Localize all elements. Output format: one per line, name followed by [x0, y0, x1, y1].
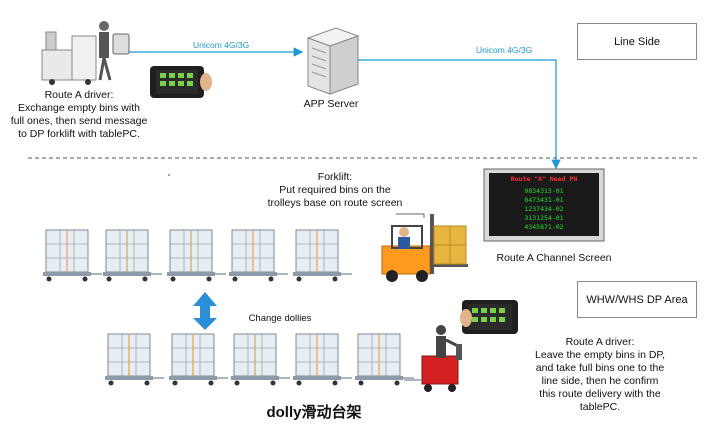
change-dollies-label: Change dollies — [248, 313, 312, 324]
tugger-driver-top — [41, 21, 130, 85]
forklift-text: Forklift: Put required bins on the troll… — [267, 171, 403, 209]
tablet-icon-bottom — [460, 300, 518, 334]
link-label-right: Unicom 4G/3G — [476, 45, 533, 55]
dolly-cart — [292, 333, 353, 387]
dolly-cart — [230, 333, 291, 387]
stray-dot — [168, 174, 170, 176]
driver-bottom-text: Route A driver: Leave the empty bins in … — [535, 336, 665, 413]
link-label-left: Unicom 4G/3G — [193, 40, 250, 50]
dolly-cart — [102, 229, 163, 283]
part-number: 1237434-02 — [524, 205, 564, 213]
dolly-label: dolly滑动台架 — [266, 404, 362, 421]
dolly-cart — [168, 333, 229, 387]
part-number: 8473431-01 — [524, 196, 564, 204]
link-line-right — [357, 59, 561, 170]
part-number: 3131254-01 — [524, 214, 564, 222]
dolly-train-top — [42, 229, 353, 283]
dolly-cart — [292, 229, 353, 283]
channel-screen-caption: Route A Channel Screen — [496, 252, 612, 264]
part-number: 9834313-01 — [524, 187, 564, 195]
forklift-pointer — [396, 213, 425, 218]
dolly-cart — [42, 229, 103, 283]
server-label: APP Server — [303, 98, 359, 110]
area-whw-dp: WHW/WHS DP Area — [577, 281, 697, 318]
dolly-cart — [354, 333, 415, 387]
area-line-side: Line Side — [577, 23, 697, 60]
dolly-cart — [228, 229, 289, 283]
part-number: 4345871-02 — [524, 223, 564, 231]
tablet-icon-top — [150, 66, 212, 98]
dolly-train-bottom — [104, 333, 415, 387]
forklift-icon — [381, 214, 468, 282]
tugger-driver-bottom — [404, 325, 462, 392]
channel-screen-header: Route "A" Need PN — [510, 175, 578, 183]
driver-top-text: Route A driver: Exchange empty bins with… — [10, 89, 148, 140]
change-dollies-arrow — [193, 292, 217, 330]
server-icon — [306, 27, 360, 95]
dolly-cart — [104, 333, 165, 387]
channel-screen-monitor — [483, 168, 605, 242]
channel-screen-content: Route "A" Need PN 9834313-01 8473431-01 … — [489, 173, 599, 236]
dolly-cart — [166, 229, 227, 283]
